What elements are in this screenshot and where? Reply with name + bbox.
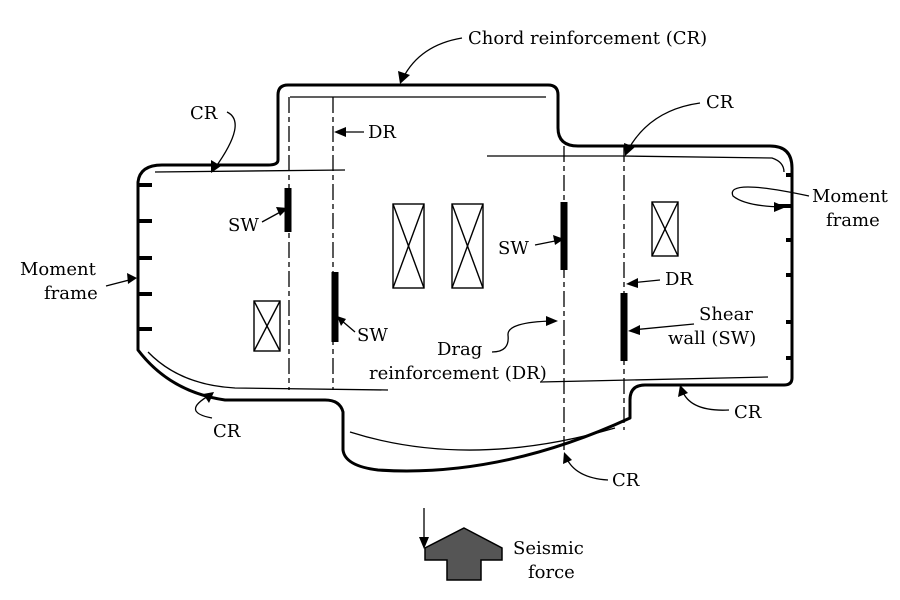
label-shear-wall-1: Shear bbox=[699, 304, 753, 325]
label-drag-1: Drag bbox=[437, 339, 482, 360]
label-sw-mid-right: SW bbox=[498, 238, 529, 259]
opening-1 bbox=[253, 300, 281, 352]
leader-lines bbox=[105, 37, 810, 481]
inner-reinforcement-lines bbox=[147, 96, 785, 451]
label-seismic-1: Seismic bbox=[513, 538, 584, 559]
diaphragm-outline bbox=[136, 83, 794, 473]
seismic-force-symbol bbox=[419, 508, 503, 581]
label-moment-frame-left-1: Moment bbox=[20, 259, 97, 280]
labels: Chord reinforcement (CR) CR DR CR Moment… bbox=[20, 28, 889, 583]
label-sw-left-lower: SW bbox=[357, 325, 388, 346]
opening-3 bbox=[451, 203, 484, 289]
shear-walls bbox=[284, 188, 628, 361]
moment-frame-left bbox=[138, 183, 152, 331]
label-moment-frame-right-1: Moment bbox=[812, 186, 889, 207]
openings bbox=[253, 201, 679, 352]
label-cr-left-top: CR bbox=[190, 103, 218, 124]
moment-frame-right bbox=[778, 173, 792, 360]
label-dr-left-top: DR bbox=[368, 122, 396, 143]
label-moment-frame-right-2: frame bbox=[826, 210, 880, 231]
label-cr-bottom-left: CR bbox=[213, 421, 241, 442]
drag-lines bbox=[288, 97, 625, 450]
label-chord-reinforcement-top: Chord reinforcement (CR) bbox=[468, 28, 707, 49]
label-moment-frame-left-2: frame bbox=[44, 283, 98, 304]
label-cr-bottom-right: CR bbox=[734, 402, 762, 423]
label-sw-left-upper: SW bbox=[228, 215, 259, 236]
label-shear-wall-2: wall (SW) bbox=[668, 328, 756, 349]
label-drag-2: reinforcement (DR) bbox=[369, 363, 547, 384]
label-dr-right: DR bbox=[665, 269, 693, 290]
label-cr-bottom-center: CR bbox=[612, 470, 640, 491]
label-seismic-2: force bbox=[528, 562, 575, 583]
opening-2 bbox=[392, 203, 425, 289]
label-cr-right-top: CR bbox=[706, 92, 734, 113]
opening-4 bbox=[651, 201, 679, 257]
